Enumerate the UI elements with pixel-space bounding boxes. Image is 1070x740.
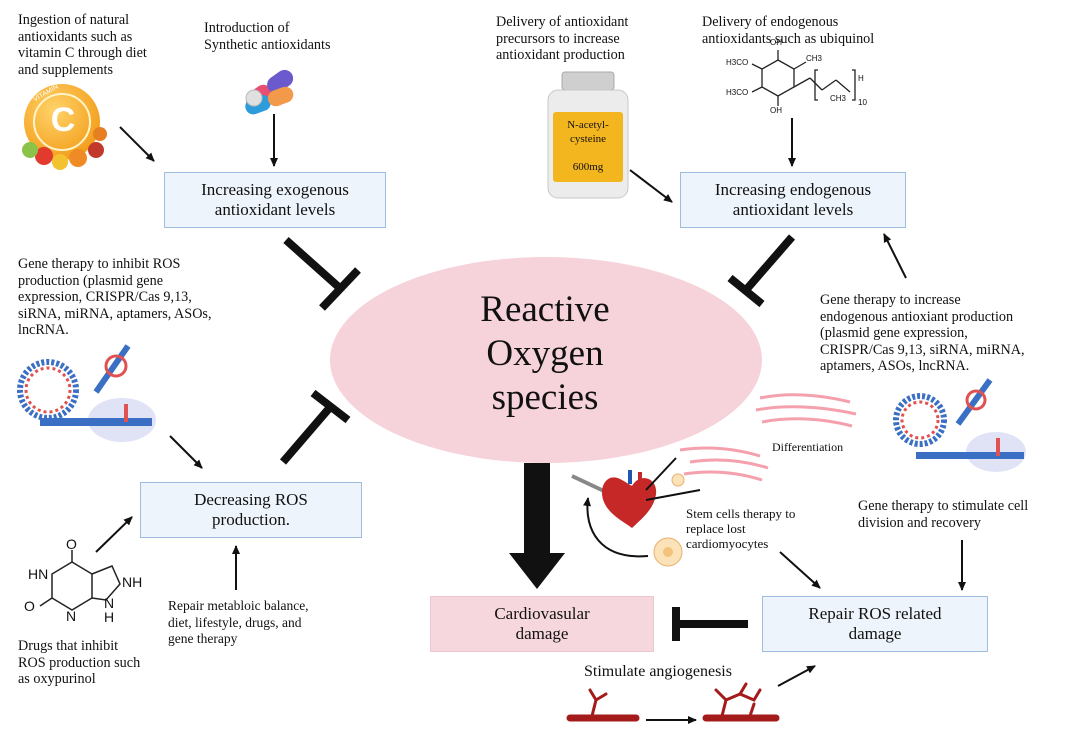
oxy-nh-bottom: NH [104, 595, 115, 625]
ubi-oh-top: OH [770, 38, 782, 47]
annotation-precursors: Delivery of antioxidant precursors to in… [496, 14, 629, 63]
gene-inhibit-illustration [17, 344, 156, 442]
ubi-n: 10 [858, 98, 867, 107]
annotation-ubiquinol: Delivery of endogenous antioxidants such… [702, 14, 875, 47]
vitamin-c-illustration [22, 84, 107, 170]
arrow-drugs [95, 516, 133, 553]
inhibit-exogenous [283, 237, 361, 311]
box-decreasing: Decreasing ROS production. [140, 482, 362, 538]
pills-illustration [245, 69, 294, 115]
arrow-nac [629, 169, 673, 203]
ros-ellipse [330, 257, 762, 463]
inhibit-cardio [672, 607, 748, 641]
annotation-repair-metabolic: Repair metabloic balance, diet, lifestyl… [168, 598, 309, 646]
inhibit-decreasing [279, 389, 351, 465]
arrow-stem-repair [779, 551, 821, 589]
heart-illustration [571, 470, 657, 528]
ubi-h: H [858, 74, 864, 83]
annotation-gene-stimulate: Gene therapy to stimulate cell division … [858, 498, 1029, 531]
oxy-nh-right: NH [122, 574, 143, 590]
nac-bottle-illustration [547, 71, 629, 199]
oxy-hn: HN [28, 566, 49, 582]
annotation-gene-increase: Gene therapy to increase endogenous anti… [820, 292, 1025, 374]
annotation-angiogenesis: Stimulate angiogenesis [584, 663, 732, 680]
annotation-vitamin-c: Ingestion of natural antioxidants such a… [18, 12, 147, 78]
inhibit-endogenous [727, 234, 796, 308]
arrow-vitc [119, 126, 155, 162]
stem-cells-illustration [645, 457, 701, 567]
ubi-h3co-2: H3CO [726, 88, 749, 97]
annotation-gene-inhibit: Gene therapy to inhibit ROS production (… [18, 256, 212, 338]
ubiquinol-structure [751, 50, 856, 106]
gene-increase-illustration [893, 378, 1026, 472]
annotation-stem-cells: Stem cells therapy to replace lost cardi… [686, 506, 796, 551]
arrow-gene-inhibit [169, 435, 203, 469]
muscle-fibers-illustration [679, 393, 857, 482]
box-exogenous: Increasing exogenous antioxidant levels [164, 172, 386, 228]
vessel-before-illustration [566, 688, 640, 722]
annotation-differentiation: Differentiation [772, 440, 844, 454]
ubi-h3co-1: H3CO [726, 58, 749, 67]
oxypurinol-structure [39, 550, 121, 611]
annotation-drugs: Drugs that inhibit ROS production such a… [18, 638, 141, 687]
ros-to-cardio-arrow [509, 463, 565, 589]
arrow-heart-curve [583, 497, 649, 558]
arrow-angiogenesis [777, 665, 816, 687]
bottle-label: N-acetyl- cysteine 600mg [567, 119, 609, 173]
box-repair: Repair ROS related damage [762, 596, 988, 652]
ubi-ch3-1: CH3 [806, 54, 823, 63]
vessel-after-illustration [702, 682, 780, 722]
box-endogenous: Increasing endogenous antioxidant levels [680, 172, 906, 228]
oxy-o-top: O [66, 536, 77, 552]
ros-title: Reactive Oxygen species [480, 289, 610, 418]
vitamin-c-letter: C [50, 101, 76, 139]
box-cardio: Cardiovasular damage [430, 596, 654, 652]
annotation-synthetic: Introduction of Synthetic antioxidants [204, 20, 331, 53]
oxy-n: N [66, 608, 77, 624]
oxy-o-bottom: O [24, 598, 35, 614]
ubi-ch3-2: CH3 [830, 94, 847, 103]
ubi-oh-bottom: OH [770, 106, 782, 115]
arrow-gene-increase [883, 233, 907, 279]
